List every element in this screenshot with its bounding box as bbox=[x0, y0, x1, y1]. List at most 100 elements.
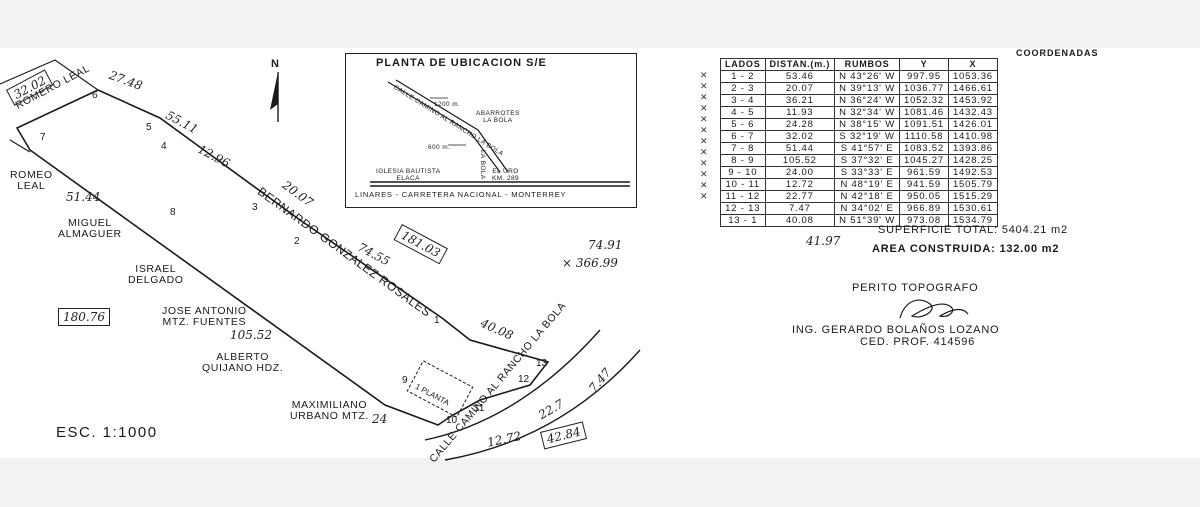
neighbor-maximiliano: MAXIMILIANO URBANO MTZ. bbox=[290, 399, 369, 422]
vertex-7: 7 bbox=[40, 132, 46, 143]
cell-x: 1534.79 bbox=[947, 214, 998, 227]
vertex-1: 1 bbox=[434, 315, 440, 326]
cell-x: 1393.86 bbox=[947, 142, 998, 155]
total-surface: SUPERFICIE TOTAL: 5404.21 m2 bbox=[878, 224, 1068, 236]
note-51-44: 51.44 bbox=[66, 190, 101, 204]
cell-distancia: 20.07 bbox=[764, 82, 836, 95]
romero-leal-boundary bbox=[0, 59, 99, 91]
cell-lados: 13 - 1 bbox=[720, 214, 766, 227]
cell-x: 1492.53 bbox=[947, 166, 998, 179]
cell-distancia: 36.21 bbox=[764, 94, 836, 107]
neighbor-alberto-quijano: ALBERTO QUIJANO HDZ. bbox=[202, 351, 284, 374]
cell-y: 950.05 bbox=[899, 190, 949, 203]
cell-distancia: 12.72 bbox=[764, 178, 836, 191]
cell-rumbo: N 32°34' W bbox=[834, 106, 900, 119]
cell-lados: 6 - 7 bbox=[720, 130, 766, 143]
cell-x: 1432.43 bbox=[947, 106, 998, 119]
check-mark: ✕ bbox=[700, 126, 708, 136]
cell-lados: 4 - 5 bbox=[720, 106, 766, 119]
cell-y: 1081.46 bbox=[899, 106, 949, 119]
note-180-76: 180.76 bbox=[58, 308, 110, 326]
cell-x: 1530.61 bbox=[947, 202, 998, 215]
cell-rumbo: N 38°15' W bbox=[834, 118, 900, 131]
table-header-row: LADOS DISTAN.(m.) RUMBOS Y X bbox=[720, 58, 998, 71]
top-margin bbox=[0, 0, 1200, 48]
cell-y: 1083.52 bbox=[899, 142, 949, 155]
north-arrow-icon bbox=[270, 72, 279, 122]
vertex-11: 11 bbox=[474, 403, 485, 414]
col-x: X bbox=[947, 58, 998, 71]
surveyor-license: CED. PROF. 414596 bbox=[860, 336, 976, 348]
cell-distancia: 24.28 bbox=[764, 118, 836, 131]
check-mark: ✕ bbox=[700, 104, 708, 114]
table-check-marks: ✕ ✕ ✕ ✕ ✕ ✕ ✕ ✕ ✕ ✕ ✕ ✕ bbox=[700, 71, 708, 203]
inset-la-bola: LA BOLA bbox=[479, 150, 486, 180]
inset-highway-label: LINARES - CARRETERA NACIONAL - MONTERREY bbox=[355, 190, 567, 199]
neighbor-israel-delgado: ISRAEL DELGADO bbox=[128, 263, 184, 286]
note-24: 24 bbox=[372, 412, 388, 426]
cell-lados: 1 - 2 bbox=[720, 70, 766, 83]
vertex-4: 4 bbox=[161, 141, 167, 152]
vertex-10: 10 bbox=[446, 415, 458, 426]
lot-boundary bbox=[15, 89, 550, 426]
cell-distancia: 40.08 bbox=[764, 214, 836, 227]
vertex-3: 3 bbox=[252, 202, 258, 213]
neighbor-romeo-leal: ROMEO LEAL bbox=[10, 169, 53, 192]
cell-distancia: 11.93 bbox=[764, 106, 836, 119]
road-edge-inner bbox=[444, 349, 641, 461]
cell-y: 997.95 bbox=[899, 70, 949, 83]
check-mark: ✕ bbox=[700, 137, 708, 147]
note-366-99: × 366.99 bbox=[562, 256, 618, 270]
vertex-8: 8 bbox=[170, 207, 176, 218]
vertex-9: 9 bbox=[402, 375, 408, 386]
scale-label: ESC. 1:1000 bbox=[56, 424, 158, 441]
cell-lados: 10 - 11 bbox=[720, 178, 766, 191]
col-rumbos: RUMBOS bbox=[834, 58, 900, 71]
vertex-2: 2 bbox=[294, 236, 300, 247]
cell-lados: 5 - 6 bbox=[720, 118, 766, 131]
vertex-12: 12 bbox=[518, 374, 530, 385]
note-105-52: 105.52 bbox=[230, 328, 272, 342]
vertex-5: 5 bbox=[146, 122, 152, 133]
bottom-margin bbox=[0, 458, 1200, 507]
cell-x: 1426.01 bbox=[947, 118, 998, 131]
cell-y: 1045.27 bbox=[899, 154, 949, 167]
inset-iglesia: IGLESIA BAUTISTA ELACA bbox=[376, 168, 441, 182]
inset-dist-1200: 1200 m. bbox=[434, 101, 461, 108]
cell-x: 1053.36 bbox=[947, 70, 998, 83]
vertex-6: 6 bbox=[92, 90, 98, 101]
cell-rumbo: S 37°32' E bbox=[834, 154, 900, 167]
cell-rumbo: N 36°24' W bbox=[834, 94, 900, 107]
cell-lados: 7 - 8 bbox=[720, 142, 766, 155]
note-74-91: 74.91 bbox=[588, 238, 623, 252]
cell-distancia: 22.77 bbox=[764, 190, 836, 203]
cell-rumbo: S 41°57' E bbox=[834, 142, 900, 155]
cell-y: 961.59 bbox=[899, 166, 949, 179]
cell-y: 1091.51 bbox=[899, 118, 949, 131]
cell-lados: 3 - 4 bbox=[720, 94, 766, 107]
inset-title: PLANTA DE UBICACION S/E bbox=[376, 57, 547, 69]
check-mark: ✕ bbox=[700, 181, 708, 191]
neighbor-jose-antonio: JOSE ANTONIO MTZ. FUENTES bbox=[162, 305, 247, 328]
check-mark: ✕ bbox=[700, 192, 708, 202]
cell-x: 1428.25 bbox=[947, 154, 998, 167]
col-y: Y bbox=[899, 58, 949, 71]
cell-x: 1410.98 bbox=[947, 130, 998, 143]
cell-lados: 11 - 12 bbox=[720, 190, 766, 203]
check-mark: ✕ bbox=[700, 82, 708, 92]
cell-rumbo: N 34°02' E bbox=[834, 202, 900, 215]
cell-y: 973.08 bbox=[899, 214, 949, 227]
built-area: AREA CONSTRUIDA: 132.00 m2 bbox=[872, 243, 1060, 255]
cell-distancia: 51.44 bbox=[764, 142, 836, 155]
cell-rumbo: N 42°18' E bbox=[834, 190, 900, 203]
cell-lados: 12 - 13 bbox=[720, 202, 766, 215]
